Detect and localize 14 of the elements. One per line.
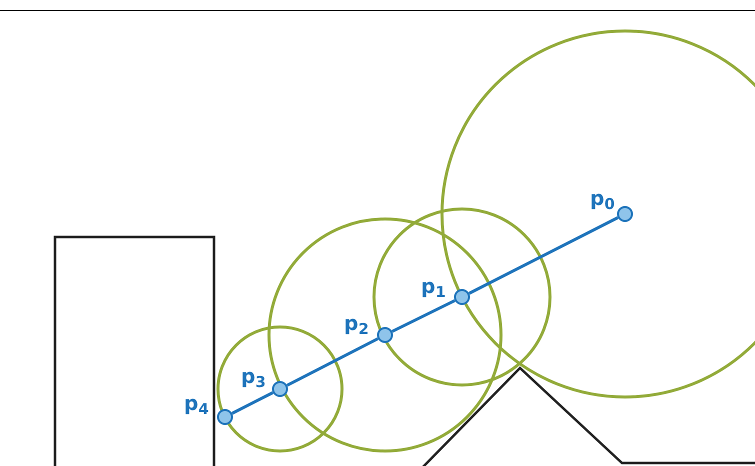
sample-point	[454, 289, 470, 305]
sample-point	[272, 381, 288, 397]
ray-segment	[468, 216, 619, 295]
ray-segment	[231, 391, 274, 415]
point-label: p$_{0}$	[590, 188, 615, 208]
point-label: p$_{4}$	[184, 393, 209, 413]
point-label: p$_{2}$	[344, 313, 369, 333]
sample-point	[377, 327, 393, 343]
ray-segment	[392, 299, 456, 333]
ray-segment	[286, 337, 379, 387]
sample-point	[617, 206, 633, 222]
point-label: p$_{1}$	[421, 276, 446, 296]
point-label: p$_{3}$	[241, 366, 266, 386]
sample-point	[217, 409, 233, 425]
